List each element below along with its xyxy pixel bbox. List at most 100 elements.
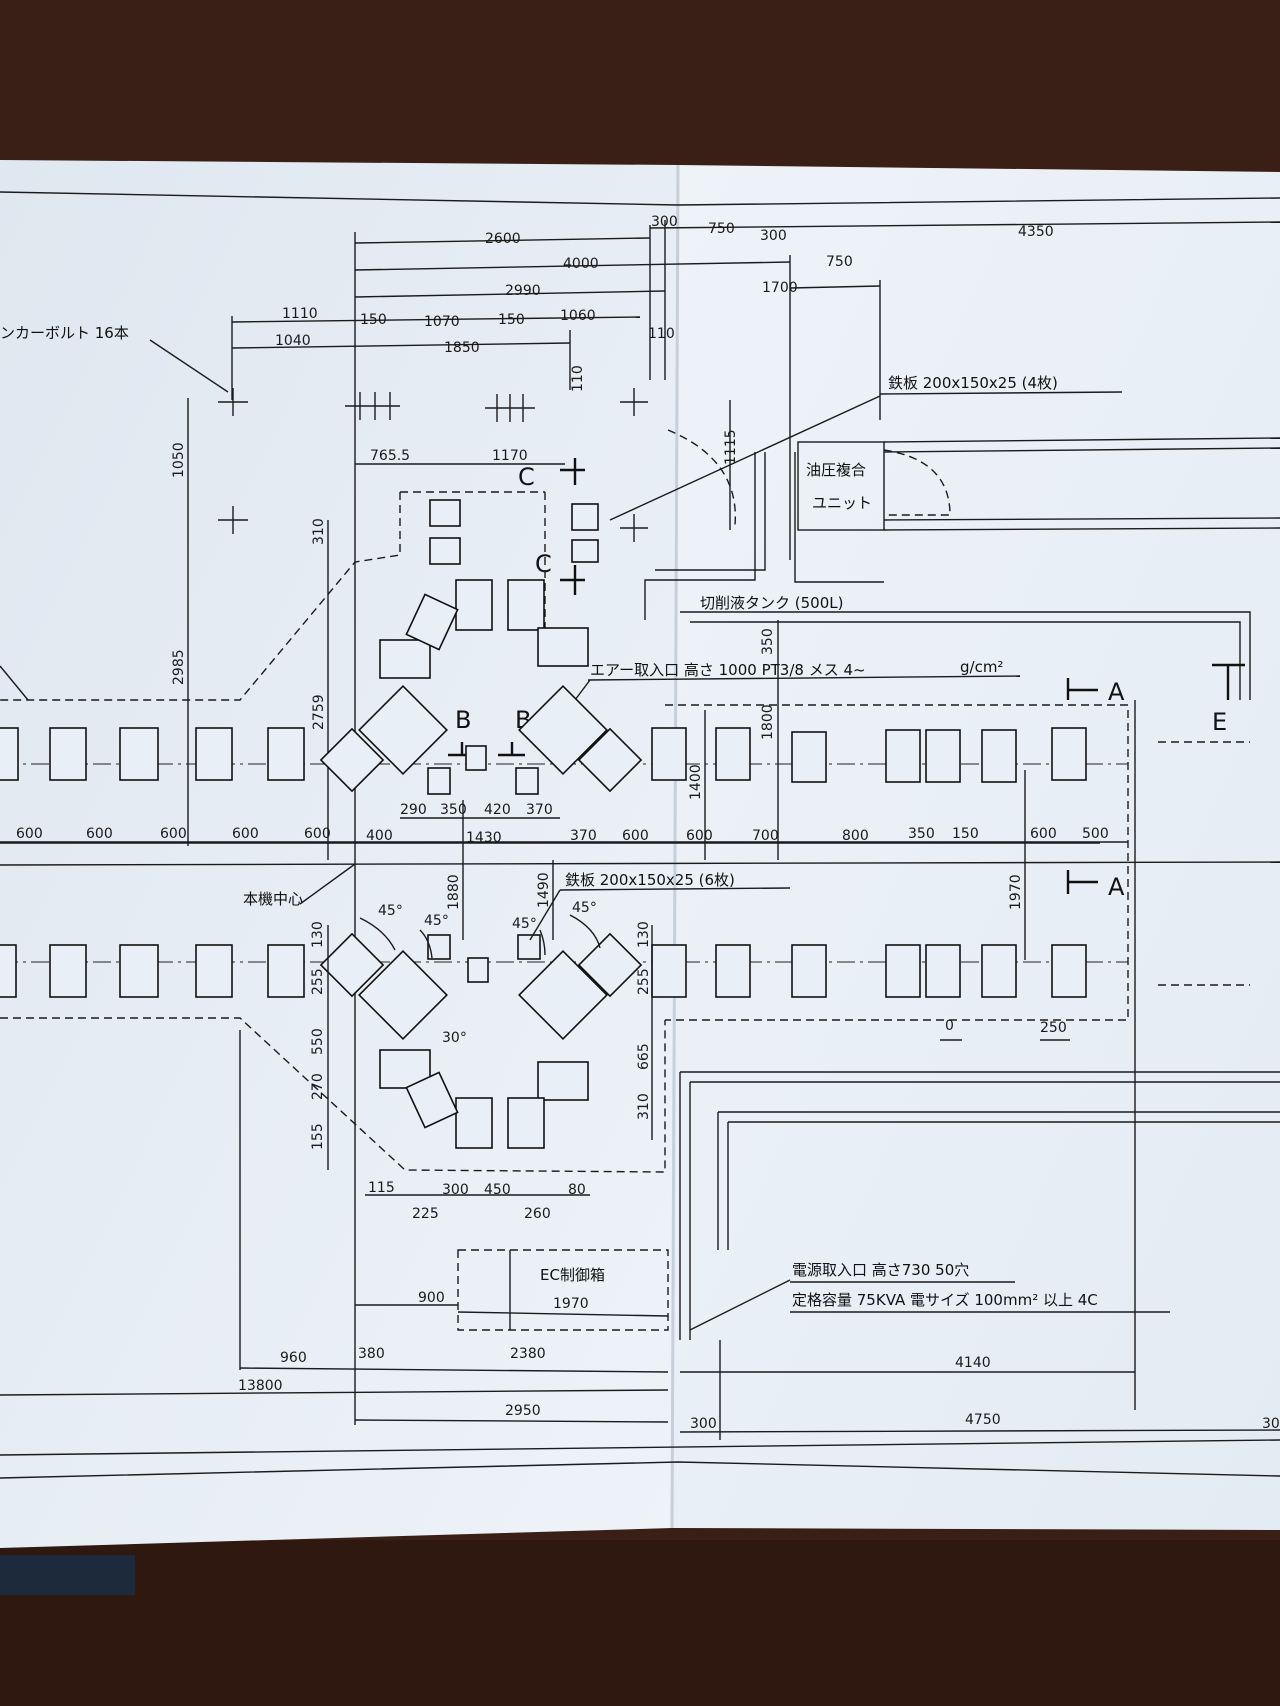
- dim-800: 800: [842, 828, 869, 844]
- coolant-tank-label: 切削液タンク (500L): [700, 594, 843, 612]
- dim-370b: 370: [526, 802, 553, 818]
- dim-110a: 110: [648, 326, 675, 342]
- dim-600-3: 600: [160, 826, 187, 842]
- angle-45a: 45°: [378, 903, 403, 919]
- dim-1880: 1880: [446, 874, 462, 910]
- dim-1400: 1400: [688, 764, 704, 800]
- dim-310b: 310: [636, 1093, 652, 1120]
- section-a-bottom: A: [1108, 873, 1125, 901]
- section-c-top: C: [518, 463, 535, 491]
- top-dimensions: 2600 300 750 300 4350 4000 750 1700 2990…: [231, 214, 1280, 1425]
- dim-300d: 300: [690, 1416, 717, 1432]
- section-b-left: B: [455, 706, 471, 734]
- dim-1040: 1040: [275, 333, 311, 349]
- dim-4350: 4350: [1018, 224, 1054, 240]
- dim-13800: 13800: [238, 1378, 283, 1394]
- dim-2380: 2380: [510, 1346, 546, 1362]
- dim-250: 250: [1040, 1020, 1067, 1036]
- dim-1490: 1490: [536, 872, 552, 908]
- machine-center-label: 本機中心: [243, 890, 303, 908]
- angle-30: 30°: [442, 1030, 467, 1046]
- dim-1430: 1430: [466, 830, 502, 846]
- foundation-pads-top-row: [0, 499, 1087, 795]
- dim-310a: 310: [311, 518, 327, 545]
- bottom-dimensions: 900 1970 960 380 2380 13800 4140 2950 30…: [0, 700, 1280, 1440]
- dim-350c: 350: [908, 826, 935, 842]
- dim-350a: 350: [760, 628, 776, 655]
- dim-80: 80: [568, 1182, 586, 1198]
- dim-1850: 1850: [444, 340, 480, 356]
- section-e-marker: E: [1212, 663, 1245, 736]
- section-c-markers: C C: [518, 458, 585, 595]
- dim-1060: 1060: [560, 308, 596, 324]
- dim-155: 155: [310, 1123, 326, 1150]
- dim-600-4: 600: [232, 826, 259, 842]
- dim-255b: 255: [636, 968, 652, 995]
- anchor-bolts: [218, 388, 648, 542]
- rated-capacity-label: 定格容量 75KVA 電サイズ 100mm² 以上 4C: [792, 1291, 1098, 1309]
- dim-150a: 150: [360, 312, 387, 328]
- dim-30: 30: [1262, 1416, 1280, 1432]
- dim-1070: 1070: [424, 314, 460, 330]
- lower-left-dimensions: 130 255 550 270 155 130 255 665 310: [310, 921, 653, 1170]
- dim-1050: 1050: [171, 442, 187, 478]
- bottom-small-dimensions: 115 300 450 80 225 260 0 250: [365, 1018, 1070, 1222]
- angle-45d: 45°: [572, 900, 597, 916]
- dim-130b: 130: [636, 921, 652, 948]
- dim-2985: 2985: [171, 649, 187, 685]
- dim-1970a: 1970: [1008, 874, 1024, 910]
- paper-right-half: [672, 165, 1280, 1530]
- dim-450: 450: [484, 1182, 511, 1198]
- dim-4750: 4750: [965, 1412, 1001, 1428]
- dim-300c: 300: [442, 1182, 469, 1198]
- dim-700: 700: [752, 828, 779, 844]
- dim-750b: 750: [826, 254, 853, 270]
- dim-4140: 4140: [955, 1355, 991, 1371]
- dim-600-7: 600: [686, 828, 713, 844]
- dim-370a: 370: [570, 828, 597, 844]
- dim-2759: 2759: [311, 694, 327, 730]
- dim-225: 225: [412, 1206, 439, 1222]
- dim-380: 380: [358, 1346, 385, 1362]
- foundation-pads-bottom-row: [0, 932, 1087, 1149]
- angle-45b: 45°: [424, 913, 449, 929]
- steel-plate-4-label: 鉄板 200x150x25 (4枚): [888, 374, 1058, 392]
- section-e-label: E: [1212, 708, 1227, 736]
- dim-1110: 1110: [282, 306, 318, 322]
- dim-600-5: 600: [304, 826, 331, 842]
- dim-1115: 1115: [723, 429, 739, 465]
- anchor-bolt-label: ンカーボルト 16本: [0, 324, 129, 342]
- air-inlet-unit: g/cm²: [960, 658, 1003, 676]
- dim-0: 0: [945, 1018, 954, 1034]
- hydraulic-unit: 油圧複合 ユニット: [667, 429, 951, 531]
- coolant-tank: 切削液タンク (500L): [680, 594, 1251, 700]
- dim-765: 765.5: [370, 448, 410, 464]
- dim-290: 290: [400, 802, 427, 818]
- dim-600-6: 600: [622, 828, 649, 844]
- dim-255a: 255: [310, 968, 326, 995]
- dim-420: 420: [484, 802, 511, 818]
- dim-600-2: 600: [86, 826, 113, 842]
- dim-300b: 300: [760, 228, 787, 244]
- dim-4000: 4000: [563, 256, 599, 272]
- paper-left-half: [0, 160, 678, 1548]
- dim-500: 500: [1082, 826, 1109, 842]
- hydraulic-unit-label-1: 油圧複合: [806, 461, 866, 479]
- left-dimensions: 1050 2985 310 2759 765.5 1170 1115: [171, 398, 739, 860]
- ec-control-box: EC制御箱: [457, 1249, 669, 1331]
- air-inlet-label: エアー取入口 高さ 1000 PT3/8 メス 4~: [590, 661, 866, 679]
- paper-fold: [670, 164, 680, 1529]
- ec-control-box-label: EC制御箱: [540, 1266, 605, 1284]
- dim-115: 115: [368, 1180, 395, 1196]
- dim-1170: 1170: [492, 448, 528, 464]
- dim-900: 900: [418, 1290, 445, 1306]
- section-a-markers: A A: [1066, 678, 1125, 901]
- dim-270: 270: [310, 1073, 326, 1100]
- dim-2950: 2950: [505, 1403, 541, 1419]
- dim-600-1: 600: [16, 826, 43, 842]
- machine-outline: [0, 491, 1250, 1173]
- dim-960: 960: [280, 1350, 307, 1366]
- dim-130a: 130: [310, 921, 326, 948]
